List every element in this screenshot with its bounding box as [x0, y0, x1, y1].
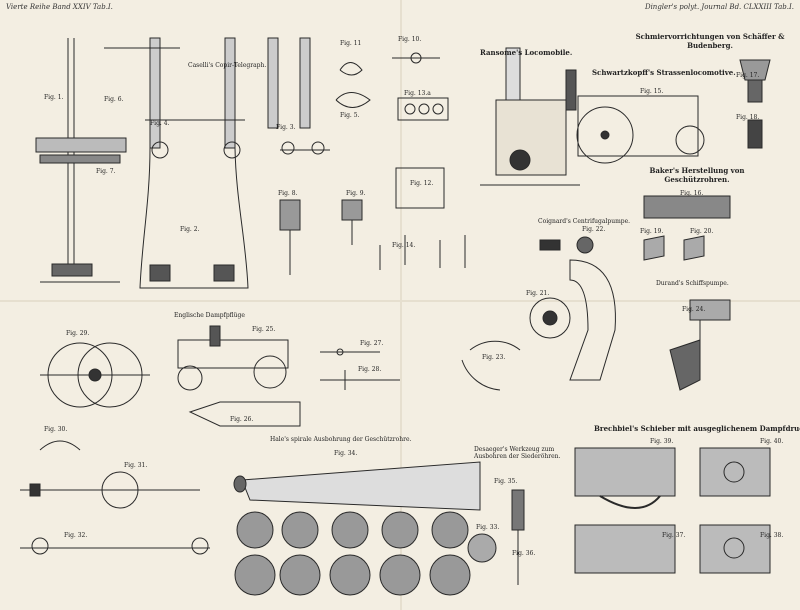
fig-label: Fig. 3.: [276, 124, 296, 131]
fig29-drawing: [177, 325, 289, 391]
title-dampfpflug: Englische Dampfpflüge: [174, 312, 245, 319]
title-brechbiel: Brechbiel's Schieber mit ausgeglichenem …: [594, 424, 800, 433]
fig-label: Fig. 21.: [526, 290, 550, 297]
fig-label: Fig. 25.: [252, 326, 276, 333]
fig-label: Fig. 5.: [340, 112, 360, 119]
fig-label: Fig. 23.: [482, 354, 506, 361]
fig-label: Fig. 29.: [66, 330, 90, 337]
fig-label: Fig. 17.: [736, 72, 760, 79]
fig32-drawing: [20, 537, 210, 555]
fig12-drawing: [395, 167, 445, 209]
title-strassenlocomotive: Schwartzkopff's Strassenlocomotive.: [592, 68, 736, 77]
title-baker: Baker's Herstellung von Geschützrohren.: [649, 166, 745, 184]
title-durand: Durand's Schiffspumpe.: [656, 280, 729, 287]
fig-label: Fig. 40.: [760, 438, 784, 445]
lubricator-drawing: [739, 59, 771, 149]
fig-label: Fig. 22.: [582, 226, 606, 233]
fig-label: Fig. 6.: [104, 96, 124, 103]
fig2-drawing: [104, 37, 249, 289]
fig-label: Fig. 37.: [662, 532, 686, 539]
centrifugal-pump-drawing: [529, 236, 616, 381]
durand-pump-drawing: [669, 299, 731, 391]
fig-label: Fig. 27.: [360, 340, 384, 347]
desaeger-drawing: [511, 489, 525, 585]
fig-label: Fig. 32.: [64, 532, 88, 539]
fig-label: Fig. 12.: [410, 180, 434, 187]
header-right: Dingler's polyt. Journal Bd. CLXXIII Tab…: [644, 3, 794, 11]
fig10-drawing: [392, 52, 449, 121]
title-schmiervorrichtungen: Schmiervorrichtungen von Schäffer & Bude…: [635, 32, 785, 50]
title-locomobile: Ransome's Locomobile.: [480, 48, 573, 57]
fig-label: Fig. 36.: [512, 550, 536, 557]
fig-label: Fig. 11: [340, 40, 362, 47]
fig-label: Fig. 38.: [760, 532, 784, 539]
fig8-drawing: [279, 199, 301, 275]
fig9-drawing: [341, 199, 363, 245]
brechbiel-drawing: [574, 447, 771, 574]
fig-label: Fig. 19.: [640, 228, 664, 235]
fig-label: Fig. 1.: [44, 94, 64, 101]
fig-label: Fig. 35.: [494, 478, 518, 485]
horizontal-fold: [0, 300, 800, 302]
fig-label: Fig. 16.: [680, 190, 704, 197]
fig-label: Fig. 2.: [180, 226, 200, 233]
fig-label: Fig. 10.: [398, 36, 422, 43]
fig27-drawing: [320, 348, 400, 390]
fig-label: Fig. 18.: [736, 114, 760, 121]
fig1-drawing: [35, 38, 127, 283]
fig-label: Fig. 4.: [150, 120, 170, 127]
fig3-drawing: [267, 37, 330, 155]
fig-label: Fig. 13.a: [404, 90, 431, 97]
strassenlocomotive-drawing: [565, 69, 705, 164]
title-caselli: Caselli's Copir-Telegraph.: [188, 62, 267, 69]
title-desaeger: Desaeger's Werkzeug zum Ausbohren der Si…: [474, 446, 561, 460]
locomobile-drawing: [480, 47, 580, 186]
vertical-fold: [400, 0, 402, 610]
fig5-drawing: [335, 92, 371, 108]
header-left: Vierte Reihe Band XXIV Tab.I.: [6, 3, 113, 11]
fig31-drawing: [20, 471, 200, 509]
fig-label: Fig. 14.: [392, 242, 416, 249]
fig30-drawing: [39, 440, 81, 451]
fig-label: Fig. 9.: [346, 190, 366, 197]
fig-label: Fig. 39.: [650, 438, 674, 445]
fig-label: Fig. 30.: [44, 426, 68, 433]
fig-label: Fig. 28.: [358, 366, 382, 373]
fig-label: Fig. 7.: [96, 168, 116, 175]
fig-label: Fig. 34.: [334, 450, 358, 457]
title-hale: Hale's spirale Ausbohrung der Geschützro…: [270, 436, 412, 443]
fig14-drawing: [379, 235, 466, 270]
fig-label: Fig. 33.: [476, 524, 500, 531]
fig28-drawing: [40, 342, 150, 408]
fig-label: Fig. 15.: [640, 88, 664, 95]
fig11-drawing: [339, 62, 363, 76]
fig23-drawing: [469, 340, 521, 351]
fig-label: Fig. 20.: [690, 228, 714, 235]
fig26-drawing: [188, 401, 301, 427]
title-coignard: Coignard's Centrifugalpumpe.: [538, 218, 631, 225]
cannon-drawing: [233, 461, 497, 596]
fig-label: Fig. 26.: [230, 416, 254, 423]
baker-drawing: [643, 195, 731, 261]
fig-label: Fig. 31.: [124, 462, 148, 469]
fig-label: Fig. 8.: [278, 190, 298, 197]
fig-label: Fig. 24.: [682, 306, 706, 313]
